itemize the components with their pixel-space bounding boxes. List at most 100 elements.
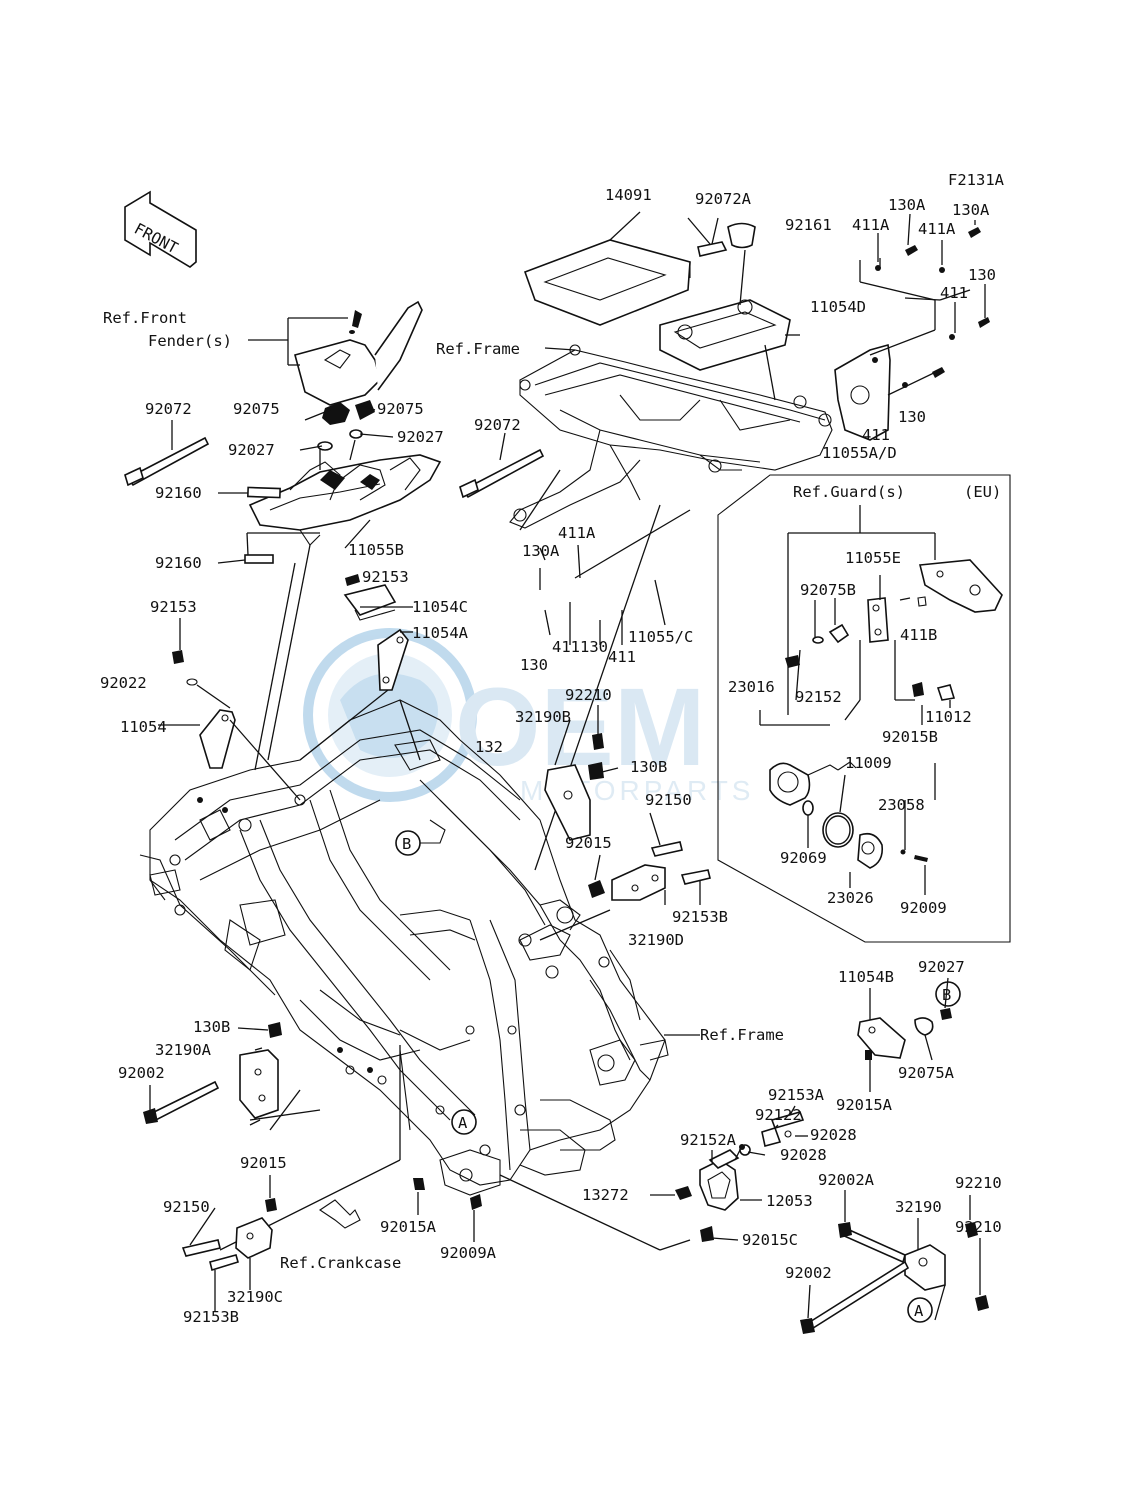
label-130b-2: 130B [193,1018,230,1036]
label-92152: 92152 [795,688,842,706]
label-92210-1: 92210 [565,686,612,704]
label-92075a: 92075A [898,1064,955,1082]
callout-b-1: B [402,835,411,853]
label-11012: 11012 [925,708,972,726]
label-23016: 23016 [728,678,775,696]
front-direction-arrow: FRONT [124,190,197,268]
label-92075b: 92075B [800,581,856,599]
label-92027-1: 92027 [228,441,275,459]
bracket-11055ad [834,258,971,441]
label-411a-1: 411A [852,216,890,234]
label-92210-2: 92210 [955,1174,1002,1192]
label-92210-3: 92210 [955,1218,1002,1236]
label-11009: 11009 [845,754,892,772]
label-411-1: 411 [940,284,968,302]
ref-crankcase: Ref.Crankcase [280,1254,401,1272]
label-92015b: 92015B [882,728,938,746]
rear-subframe [509,344,833,529]
label-11054b: 11054B [838,968,894,986]
diagram-code: F2131A [948,171,1005,189]
label-12053: 12053 [766,1192,813,1210]
label-92072a: 92072A [695,190,752,208]
ref-fender: Fender(s) [148,332,232,350]
label-92027-2: 92027 [397,428,444,446]
label-32190d: 32190D [628,931,684,949]
ref-guard: Ref.Guard(s) [793,483,905,501]
label-23058: 23058 [878,796,925,814]
label-leaders [149,213,986,1319]
ref-frame-2: Ref.Frame [700,1026,784,1044]
label-11055ad: 11055A/D [822,444,897,462]
label-14091: 14091 [605,186,652,204]
label-411a-3: 411A [558,524,596,542]
front-fender-bracket [248,300,423,451]
label-92072-2: 92072 [474,416,521,434]
label-11055e: 11055E [845,549,901,567]
label-411-2: 411 [862,426,890,444]
label-92015a-1: 92015A [836,1096,893,1114]
bracket-32190: A [800,1222,989,1334]
bracket-11054b: B [857,981,961,1060]
label-11054a: 11054A [412,624,469,642]
watermark-brand: OEM [455,666,706,789]
label-411b: 411B [900,626,937,644]
label-32190b: 32190B [515,708,571,726]
bracket-32190b [544,705,604,841]
label-92009a: 92009A [440,1244,497,1262]
label-92002-1: 92002 [118,1064,165,1082]
clamp-12053 [675,1111,805,1242]
label-92009: 92009 [900,899,947,917]
label-411a-2: 411A [918,220,956,238]
small-brackets-11054 [172,574,413,801]
fasteners-upper-right [875,227,990,388]
label-130-1: 130 [968,266,996,284]
label-92153-2: 92153 [150,598,197,616]
label-13272: 13272 [582,1186,629,1204]
eu-guard-box [717,474,1011,943]
label-130a-2: 130A [952,201,990,219]
label-11055b: 11055B [348,541,404,559]
label-92150-2: 92150 [163,1198,210,1216]
label-92002a: 92002A [818,1171,875,1189]
label-132: 132 [475,738,503,756]
label-92152a: 92152A [680,1131,737,1149]
label-92028-2: 92028 [780,1146,827,1164]
label-92161: 92161 [785,216,832,234]
ref-eu: (EU) [964,483,1001,501]
label-92015-1: 92015 [565,834,612,852]
label-32190a: 32190A [155,1041,212,1059]
label-92122: 92122 [755,1106,802,1124]
fasteners-lower-center [413,1178,482,1210]
label-92160-2: 92160 [155,554,202,572]
callout-b-upper: B [395,819,446,856]
label-11055c: 11055/C [628,628,693,646]
label-92153b-1: 92153B [672,908,728,926]
label-92075-2: 92075 [377,400,424,418]
label-92015a-2: 92015A [380,1218,437,1236]
label-92150-1: 92150 [645,791,692,809]
oem-watermark: OEM MOTORPARTS [303,628,750,806]
label-411-4: 411 [608,648,636,666]
label-11054d: 11054D [810,298,866,316]
label-23026: 23026 [827,889,874,907]
label-92153a: 92153A [768,1086,825,1104]
part-labels: 14091 92072A 92161 411A 130A 411A 130A 1… [100,186,1002,1326]
battery-tray-parts [523,211,800,401]
label-92015-2: 92015 [240,1154,287,1172]
label-92022: 92022 [100,674,147,692]
label-130b-1: 130B [630,758,667,776]
label-11054: 11054 [120,718,167,736]
label-411-3: 411 [552,638,580,656]
label-130a-1: 130A [888,196,926,214]
label-11054c: 11054C [412,598,468,616]
label-92027-3: 92027 [918,958,965,976]
cable-ties [124,420,545,499]
label-92002-2: 92002 [785,1264,832,1282]
callout-a-2: A [914,1302,924,1320]
bracket-32190c [181,1198,361,1272]
label-92075-1: 92075 [233,400,280,418]
bracket-32190a [143,1022,282,1124]
main-frame [139,699,669,1196]
callout-a-lower-left: A [451,1109,477,1135]
